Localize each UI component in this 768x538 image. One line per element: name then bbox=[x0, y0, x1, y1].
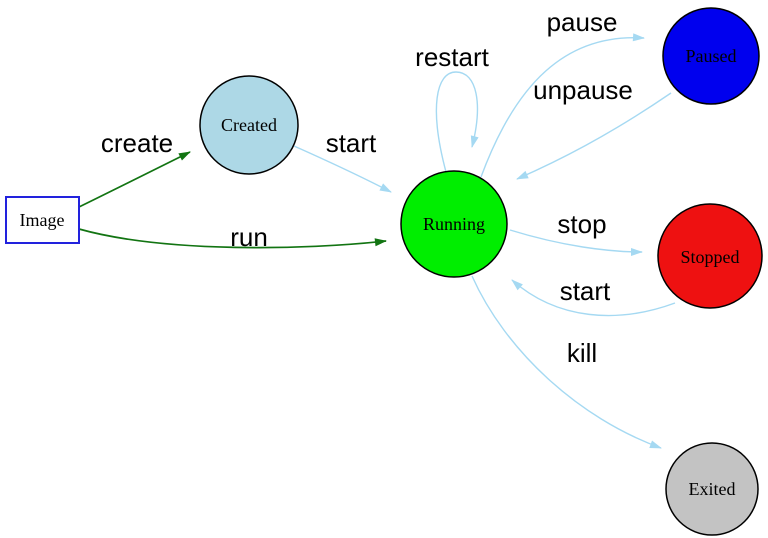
edge-restart-label: restart bbox=[415, 42, 489, 72]
edge-pause-arrow bbox=[480, 33, 645, 178]
edge-kill-label: kill bbox=[567, 338, 597, 368]
edge-create-label: create bbox=[101, 128, 173, 158]
edge-stop-label: stop bbox=[557, 209, 606, 239]
node-exited bbox=[665, 442, 759, 536]
edge-start-from-stopped-arrow bbox=[511, 279, 676, 317]
node-running-label: Running bbox=[423, 214, 485, 234]
edge-start-from-stopped-label: start bbox=[560, 276, 611, 306]
edge-stop-arrow bbox=[509, 229, 643, 256]
node-image bbox=[5, 196, 80, 244]
node-stopped-label: Stopped bbox=[680, 247, 739, 267]
node-created-label: Created bbox=[221, 115, 277, 135]
node-stopped bbox=[657, 203, 763, 309]
edge-create-arrow bbox=[78, 151, 191, 208]
edge-run-arrow bbox=[78, 228, 387, 249]
edge-pause-label: pause bbox=[547, 7, 618, 37]
node-running bbox=[400, 170, 508, 278]
edge-restart-self-loop-arrow bbox=[435, 71, 479, 173]
node-paused bbox=[662, 7, 760, 105]
edge-start-from-created-label: start bbox=[326, 128, 377, 158]
edge-unpause-label: unpause bbox=[533, 75, 633, 105]
edge-start-from-created-arrow bbox=[293, 145, 392, 193]
node-paused-label: Paused bbox=[686, 46, 737, 66]
edge-run-label: run bbox=[230, 222, 268, 252]
node-created bbox=[199, 75, 299, 175]
node-image-label: Image bbox=[20, 210, 65, 230]
edge-unpause-arrow bbox=[516, 92, 672, 180]
node-exited-label: Exited bbox=[689, 479, 736, 499]
edge-kill-arrow bbox=[471, 275, 662, 449]
